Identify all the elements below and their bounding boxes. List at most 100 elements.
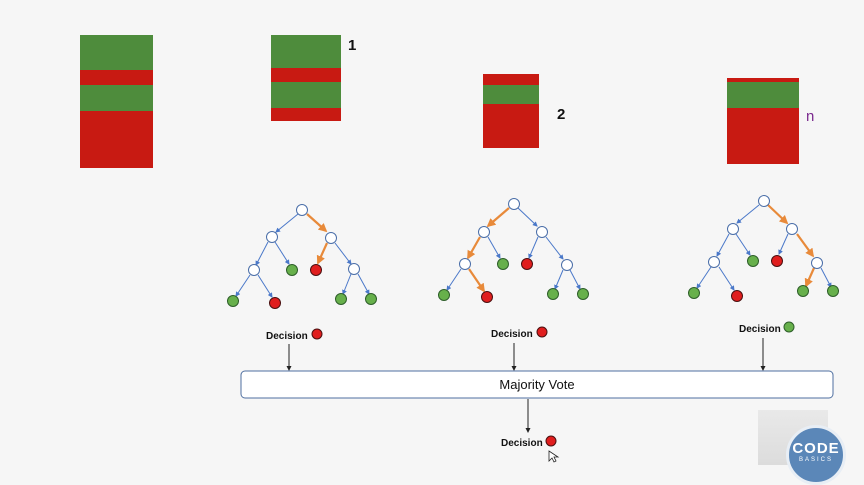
tree-node-icon: [561, 259, 573, 271]
sample-segment: [271, 35, 341, 68]
random-forest-diagram: 1 2 n: [80, 35, 839, 463]
tree-node-icon: [459, 258, 471, 270]
sample-segment: [727, 78, 799, 82]
arrow-icon: [804, 267, 816, 288]
arrow-icon: [342, 273, 352, 295]
arrow-icon: [255, 241, 269, 266]
arrow-icon: [467, 236, 481, 260]
dataset-segment: [80, 70, 153, 85]
sample-segment: [727, 108, 799, 164]
decision-label-2: Decision: [491, 329, 533, 340]
arrow-icon: [316, 242, 329, 265]
arrow-icon: [545, 236, 564, 260]
arrow-icon: [820, 267, 832, 288]
majority-vote-label: Majority Vote: [499, 377, 574, 392]
arrow-icon: [735, 233, 751, 256]
tree-node-icon: [478, 226, 490, 238]
arrow-icon: [257, 274, 273, 298]
sample-segment: [271, 108, 341, 121]
decision-dot-n: [783, 321, 795, 333]
tree-node-icon: [771, 255, 783, 267]
sample-bar-2: [483, 74, 539, 148]
tree-node-icon: [536, 226, 548, 238]
sample-segment: [483, 85, 539, 104]
tree-node-icon: [521, 258, 533, 270]
tree-node-icon: [508, 198, 520, 210]
arrow-icon: [569, 269, 581, 290]
tree-node-icon: [481, 291, 493, 303]
arrow-icon: [487, 236, 501, 259]
final-decision-dot: [545, 435, 557, 447]
arrow-icon: [696, 266, 712, 289]
arrow-icon: [357, 273, 370, 295]
decision-dot-2: [536, 326, 548, 338]
code-basics-logo: CODE BASICS: [786, 425, 846, 485]
tree-node-icon: [547, 288, 559, 300]
arrow-icon: [486, 207, 510, 228]
arrow-icon: [274, 241, 290, 265]
tree-node-icon: [227, 295, 239, 307]
sample-label-2: 2: [557, 106, 565, 123]
tree-node-icon: [348, 263, 360, 275]
logo-text-basics: BASICS: [798, 457, 833, 463]
tree-node-icon: [708, 256, 720, 268]
arrow-icon: [306, 213, 328, 233]
sample-segment: [727, 82, 799, 108]
dataset-bar: [80, 35, 153, 168]
tree-node-icon: [827, 285, 839, 297]
tree-node-icon: [325, 232, 337, 244]
dataset-segment: [80, 35, 153, 70]
decision-label-1: Decision: [266, 331, 308, 342]
tree-node-icon: [758, 195, 770, 207]
logo-text-code: CODE: [792, 440, 840, 457]
dataset-segment: [80, 111, 153, 168]
decision-tree-n: [688, 195, 839, 302]
sample-segment: [271, 68, 341, 82]
majority-vote-box: [240, 370, 834, 399]
arrow-icon: [468, 268, 485, 293]
arrow-icon: [778, 233, 789, 255]
sample-segment: [483, 74, 539, 85]
arrow-icon: [235, 274, 251, 297]
tree-node-icon: [731, 290, 743, 302]
cursor-icon: [548, 450, 560, 463]
tree-node-icon: [747, 255, 759, 267]
tree-node-icon: [497, 258, 509, 270]
arrow-icon: [718, 266, 735, 291]
tree-node-icon: [577, 288, 589, 300]
arrow-icon: [275, 213, 299, 233]
arrow-icon: [528, 236, 539, 259]
tree-node-icon: [335, 293, 347, 305]
tree-node-icon: [269, 297, 281, 309]
arrow-icon: [767, 204, 789, 225]
tree-node-icon: [296, 204, 308, 216]
tree-node-icon: [797, 285, 809, 297]
arrow-icon: [736, 204, 760, 224]
arrow-icon: [796, 233, 815, 258]
sample-bar-n: [727, 78, 799, 164]
tree-node-icon: [266, 231, 278, 243]
arrow-icon: [517, 207, 538, 227]
decision-dot-1: [311, 328, 323, 340]
arrow-icon: [446, 268, 462, 291]
tree-node-icon: [786, 223, 798, 235]
tree-node-icon: [438, 289, 450, 301]
arrow-icon: [334, 242, 352, 265]
arrow-icon: [554, 269, 564, 290]
tree-node-icon: [248, 264, 260, 276]
tree-node-icon: [688, 287, 700, 299]
tree-node-icon: [811, 257, 823, 269]
tree-node-icon: [365, 293, 377, 305]
sample-label-n: n: [806, 108, 814, 125]
dataset-segment: [80, 85, 153, 111]
sample-segment: [483, 104, 539, 148]
tree-node-icon: [727, 223, 739, 235]
decision-tree-2: [438, 198, 589, 303]
sample-bar-1: [271, 35, 341, 121]
arrow-icon: [716, 233, 730, 257]
sample-segment: [271, 82, 341, 108]
decision-label-n: Decision: [739, 324, 781, 335]
tree-node-icon: [286, 264, 298, 276]
tree-node-icon: [310, 264, 322, 276]
decision-tree-1: [227, 204, 377, 309]
